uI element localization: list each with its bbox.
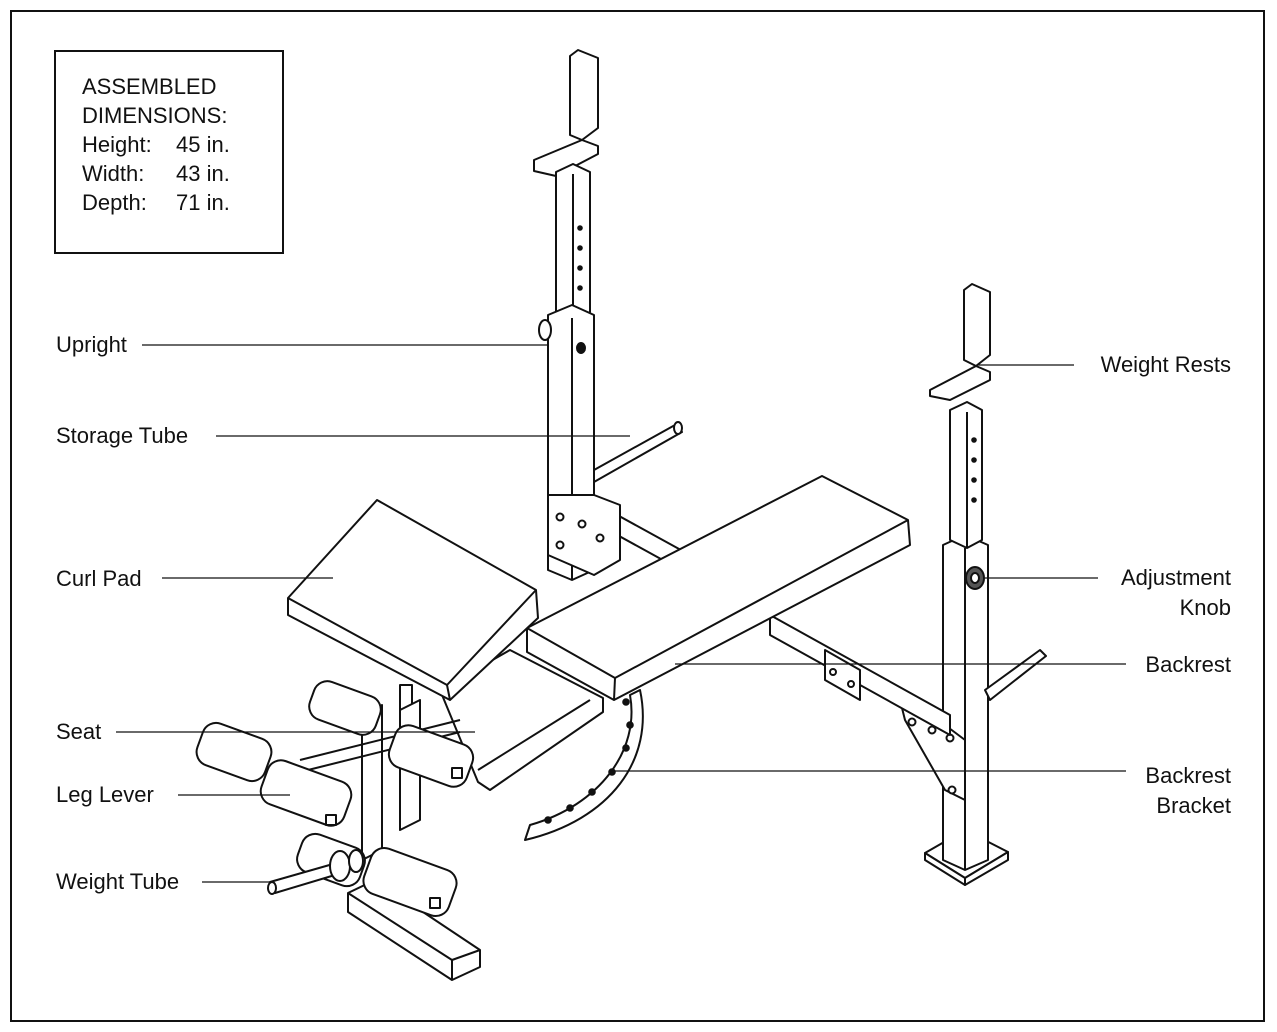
label-seat: Seat: [56, 719, 102, 744]
dimensions-title-line2: DIMENSIONS:: [82, 103, 228, 128]
diagram-frame: [10, 10, 1265, 1022]
dimension-label: Width:: [82, 161, 145, 186]
label-backrest-bracket-line1: Backrest: [1145, 763, 1231, 788]
dimension-value: 45 in.: [176, 132, 230, 157]
dimensions-title-line1: ASSEMBLED: [82, 74, 217, 99]
label-backrest: Backrest: [1145, 652, 1231, 677]
seat: [439, 649, 604, 791]
dimension-label: Depth:: [82, 190, 147, 215]
left-upright: [533, 49, 683, 581]
label-adjustment-knob-line2: Knob: [1179, 595, 1231, 620]
label-backrest-bracket-line2: Bracket: [1156, 793, 1231, 818]
right-upright: [899, 283, 1047, 886]
dimension-value: 43 in.: [176, 161, 230, 186]
label-leg-lever: Leg Lever: [56, 782, 154, 807]
weight-tube: [267, 849, 364, 895]
backrest-bracket: [524, 689, 644, 841]
label-weight-tube: Weight Tube: [56, 869, 180, 894]
dimension-value: 71 in.: [176, 190, 230, 215]
dimension-row-height: Height: 45 in.: [82, 130, 282, 159]
label-upright: Upright: [56, 332, 127, 357]
leg-roller-pads: [195, 680, 475, 917]
dimension-label: Height:: [82, 132, 152, 157]
dimension-row-depth: Depth: 71 in.: [82, 188, 282, 217]
leg-lever-frame: [299, 699, 481, 981]
leader-lines: [116, 344, 1126, 883]
backrest: [526, 475, 911, 701]
label-curl-pad: Curl Pad: [56, 566, 142, 591]
dimension-row-width: Width: 43 in.: [82, 159, 282, 188]
label-storage-tube: Storage Tube: [56, 423, 189, 448]
label-adjustment-knob-line1: Adjustment: [1120, 565, 1231, 590]
assembled-dimensions-box: ASSEMBLED DIMENSIONS: Height: 45 in. Wid…: [54, 50, 284, 254]
label-weight-rests: Weight Rests: [1100, 352, 1231, 377]
